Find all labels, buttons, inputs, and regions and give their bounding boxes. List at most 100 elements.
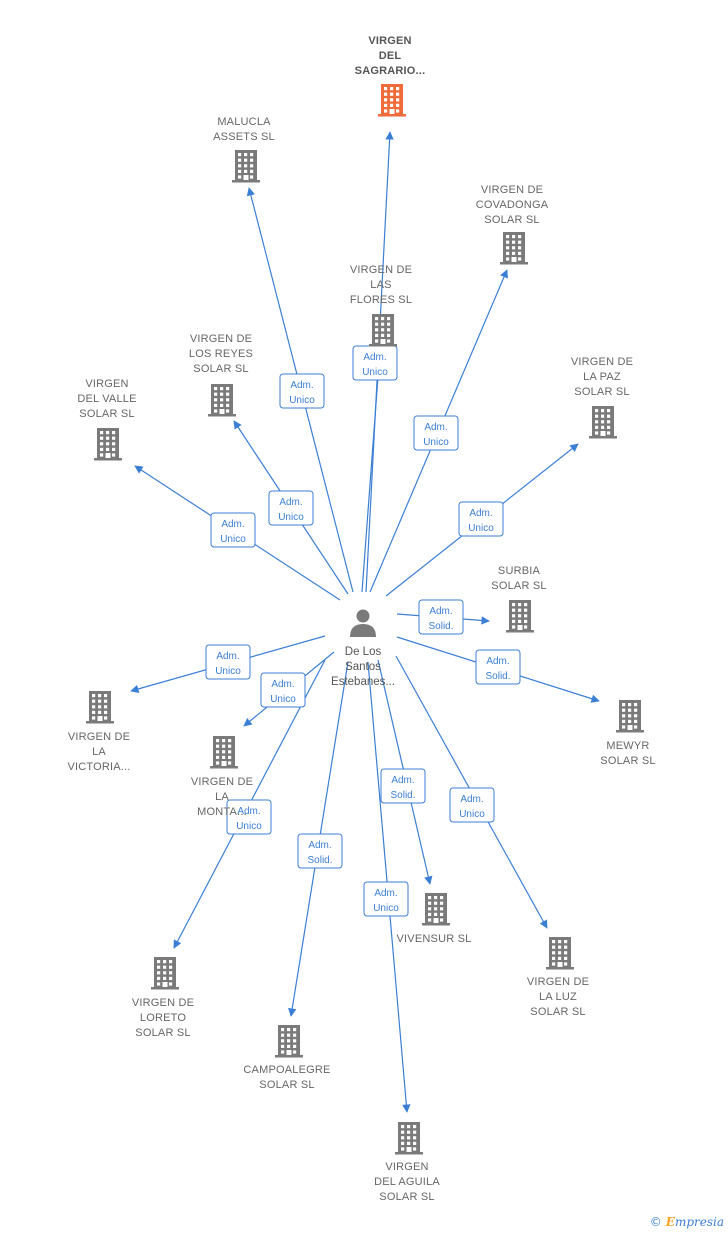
company-label: LA [215,791,229,803]
company-label: MONTA... [197,806,247,818]
company-label: SAGRARIO... [355,65,426,77]
company-label: SOLAR SL [530,1006,585,1018]
company-label: MALUCLA [217,116,271,128]
building-icon [378,84,406,117]
role-badge[interactable]: Adm. Unico [363,881,409,917]
person-icon [350,609,376,637]
badge-line: Adm. [308,840,331,851]
person-node[interactable]: De LosSantosEstebanes... [331,609,395,689]
role-badge[interactable]: Adm. Unico [226,799,272,835]
badge-line: Unico [278,512,304,523]
badge-line: Adm. [486,656,509,667]
company-label: SOLAR SL [491,580,546,592]
company-node-vivensur[interactable]: VIVENSUR SL [397,893,472,945]
building-icon [500,232,528,265]
role-badge[interactable]: Adm.Solid. [475,649,521,685]
badge-line: Adm. [279,497,302,508]
company-label: LA LUZ [539,991,577,1003]
company-label: VIRGEN DE [191,776,253,788]
company-label: VIRGEN [85,378,128,390]
company-label: VIRGEN DE [132,997,194,1009]
badge-line: Solid. [428,621,453,632]
building-icon [94,428,122,461]
badges-layer: Adm.UnicoAdm.UnicoAdm.UnicoAdm.UnicoAdm.… [205,345,521,917]
building-icon [422,893,450,926]
badge-line: Unico [215,666,241,677]
person-name-line: Santos [345,661,381,673]
company-label: LORETO [140,1012,186,1024]
role-badge[interactable]: Adm. Unico [268,490,314,526]
building-icon [506,600,534,633]
badge-line: Adm. [237,806,260,817]
company-label: SURBIA [498,565,541,577]
company-label: SOLAR SL [379,1191,434,1203]
brand-initial: E [665,1215,675,1229]
company-label: LA [92,746,106,758]
badge-line: Adm. [469,508,492,519]
badge-line: Adm. [216,651,239,662]
company-label: LOS REYES [189,348,253,360]
company-node-reyes[interactable]: VIRGEN DE LOS REYES SOLAR SL [189,333,253,417]
person-name-line: De Los [345,646,382,658]
badge-line: Unico [373,903,399,914]
badge-line: Adm. [271,679,294,690]
building-icon [208,384,236,417]
company-label: LA PAZ [583,371,621,383]
company-label: MEWYR [606,740,649,752]
company-label: LAS [370,279,391,291]
badge-line: Adm. [374,888,397,899]
badge-line: Adm. [391,775,414,786]
role-badge[interactable]: Adm. Unico [210,512,256,548]
empresia-watermark: ©Empresia [650,1215,724,1229]
building-icon [589,406,617,439]
role-badge[interactable]: Adm.Unico [413,415,459,451]
copyright-symbol: © [649,1215,662,1229]
building-icon [395,1122,423,1155]
badge-line: Unico [423,437,449,448]
company-label: SOLAR SL [484,214,539,226]
building-icon [86,691,114,724]
company-node-luz[interactable]: VIRGEN DE LA LUZ SOLAR SL [527,937,589,1018]
role-badge[interactable]: Adm. Unico [458,501,504,537]
badge-line: Adm. [460,794,483,805]
badge-line: Adm. [221,519,244,530]
role-badge[interactable]: Adm. Unico [260,672,306,708]
building-icon [275,1025,303,1058]
role-badge[interactable]: Adm. Solid. [380,768,426,804]
badge-line: Solid. [390,790,415,801]
company-label: DEL VALLE [77,393,136,405]
company-label: VIRGEN DE [571,356,633,368]
badge-line: Unico [220,534,246,545]
company-node-surbia[interactable]: SURBIA SOLAR SL [491,565,547,633]
company-node-montana[interactable]: VIRGEN DE LA MONTA... [191,736,253,818]
building-icon [616,700,644,733]
role-badge[interactable]: Adm.Unico [279,373,325,409]
role-badge[interactable]: Adm.Unico [449,787,495,823]
company-label: VIRGEN DE [68,731,130,743]
badge-line: Unico [468,523,494,534]
company-node-sagrario[interactable]: VIRGENDELSAGRARIO... [355,35,426,117]
badge-line: Unico [236,821,262,832]
role-badge[interactable]: Adm.Solid. [297,833,343,869]
badge-line: Unico [270,694,296,705]
company-node-victoria[interactable]: VIRGEN DELAVICTORIA... [67,691,130,773]
building-icon [232,150,260,183]
role-badge[interactable]: Adm.Solid. [418,599,464,635]
company-label: VIRGEN DE [527,976,589,988]
role-badge[interactable]: Adm. Unico [205,644,251,680]
company-label: COVADONGA [476,199,549,211]
role-badge[interactable]: Adm.Unico [352,345,398,381]
company-label: SOLAR SL [193,363,248,375]
company-label: VIRGEN DE [190,333,252,345]
